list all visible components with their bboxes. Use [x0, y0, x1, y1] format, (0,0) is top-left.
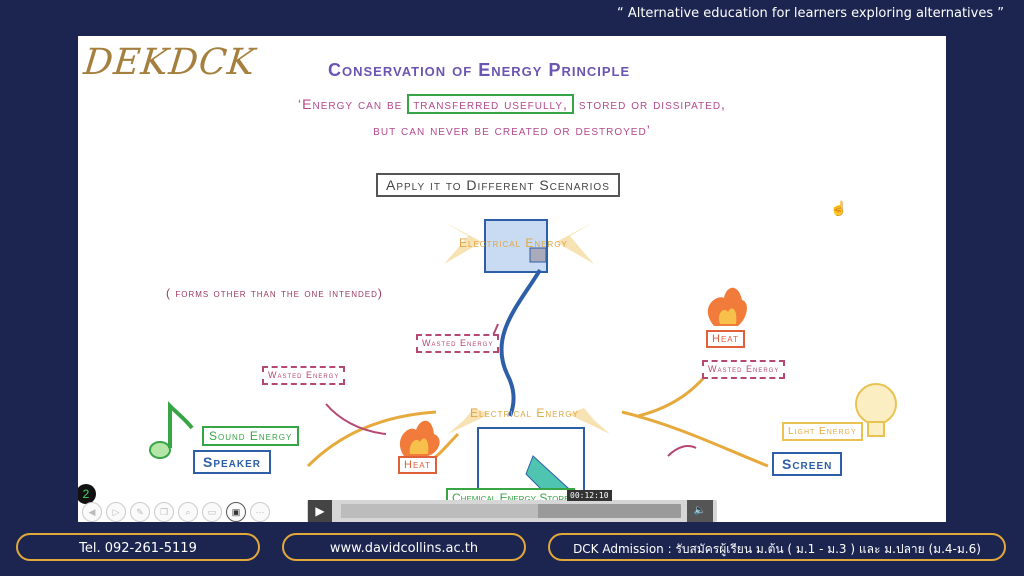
electrical-energy-top-label: Electrical Energy — [459, 236, 568, 250]
heat-top-label: Heat — [706, 330, 745, 348]
video-slide[interactable]: DEKDCK — [78, 36, 946, 522]
electrical-energy-center-label: Electrical Energy — [470, 406, 579, 420]
principle-quote-line2: but can never be created or destroyed’ — [373, 122, 651, 138]
principle-quote-line1: ‘Energy can be transferred usefully, sto… — [78, 94, 946, 114]
energy-diagram — [149, 219, 897, 503]
speaker-label: Speaker — [193, 450, 272, 474]
sound-energy-label: Sound Energy — [202, 426, 300, 446]
pen-icon[interactable]: ✎ — [130, 502, 150, 522]
bolt-left-center — [448, 398, 490, 434]
socket-drawing — [484, 219, 548, 273]
screen-label: Screen — [772, 452, 843, 476]
arrow-to-screen — [621, 410, 769, 468]
volume-icon[interactable]: 🔈 — [687, 500, 713, 522]
wasted-energy-speaker-label: Wasted Energy — [262, 366, 346, 385]
plug-drawing — [529, 247, 547, 263]
annotation-toolbar: ◀ ▷ ✎ ❐ ⌕ ▭ ▣ ⋯ — [82, 502, 270, 522]
admission-pill[interactable]: DCK Admission : รับสมัครผู้เรียน ม.ต้น (… — [548, 533, 1006, 561]
wasted-energy-cable-label: Wasted Energy — [416, 334, 500, 353]
heat-center-label: Heat — [398, 456, 437, 474]
light-energy-label: Light Energy — [782, 422, 863, 441]
bolt-right-top — [556, 222, 594, 264]
seek-bar[interactable]: 00:12:10 — [341, 490, 681, 518]
light-bulb-icon — [855, 383, 897, 437]
quote-highlight: transferred usefully, — [407, 94, 574, 114]
music-note-icon — [149, 401, 194, 459]
bolt-left-top — [444, 222, 482, 264]
back-icon[interactable]: ◀ — [82, 502, 102, 522]
website-pill[interactable]: www.davidcollins.ac.th — [282, 533, 526, 561]
play-circle-icon[interactable]: ▷ — [106, 502, 126, 522]
tagline: “ Alternative education for learners exp… — [616, 6, 1004, 21]
arrow-screen-wasted — [667, 445, 697, 457]
forms-note: ( forms other than the one intended) — [166, 286, 383, 300]
flame-icon-center — [399, 420, 440, 456]
slide-title: Conservation of Energy Principle — [328, 60, 631, 80]
phone-pill[interactable]: Tel. 092-261-5119 — [16, 533, 260, 561]
layout-icon[interactable]: ▭ — [202, 502, 222, 522]
scenario-heading: Apply it to Different Scenarios — [376, 173, 620, 197]
copy-icon[interactable]: ❐ — [154, 502, 174, 522]
camera-icon[interactable]: ▣ — [226, 502, 246, 522]
more-icon[interactable]: ⋯ — [250, 502, 270, 522]
hand-cursor-icon: ☝ — [830, 200, 848, 216]
slide-badge[interactable]: 2 — [78, 484, 96, 504]
bolt-right-center — [568, 398, 610, 434]
quote-text-end: stored or dissipated, — [578, 96, 726, 112]
timecode: 00:12:10 — [567, 490, 612, 501]
cable-drawing — [499, 268, 542, 417]
seek-bar-progress — [341, 504, 539, 518]
zoom-icon[interactable]: ⌕ — [178, 502, 198, 522]
video-player-controls: ▶ 00:12:10 🔈 — [307, 490, 717, 522]
arrow-wasted-speaker — [325, 403, 387, 435]
quote-text-start: ‘Energy can be — [298, 96, 403, 112]
flame-icon-top — [707, 287, 747, 326]
wasted-energy-screen-label: Wasted Energy — [702, 360, 786, 379]
play-icon[interactable]: ▶ — [308, 500, 332, 522]
